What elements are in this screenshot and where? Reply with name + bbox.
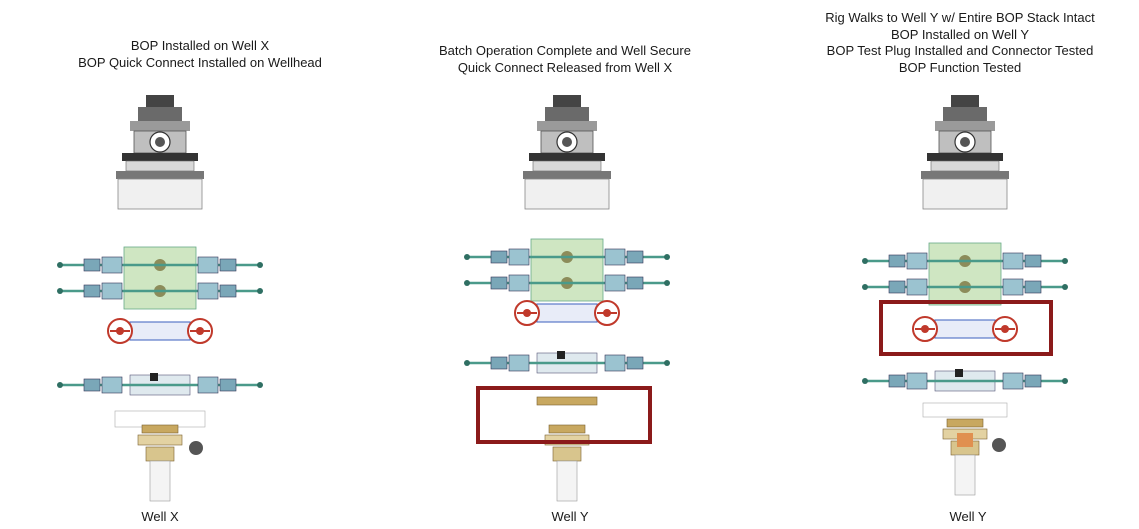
panel-3-line-4: BOP Function Tested [898, 59, 1022, 75]
panel-1-line-1: BOP Installed on Well X [130, 38, 270, 53]
panel-3-highlight-box [879, 300, 1053, 356]
panel-1-line-2: BOP Quick Connect Installed on Wellhead [78, 54, 322, 70]
panel-2-highlight-box [476, 386, 652, 444]
panel-1-well-label: Well X [141, 509, 179, 524]
panel-3-caption: Rig Walks to Well Y w/ Entire BOP Stack … [790, 10, 1130, 76]
panel-3-line-2: BOP Installed on Well Y [890, 26, 1030, 42]
panel-3-line-1: Rig Walks to Well Y w/ Entire BOP Stack … [825, 10, 1095, 25]
panel-1-bop-stack [57, 94, 263, 502]
panel-1-caption: BOP Installed on Well X BOP Quick Connec… [40, 38, 360, 71]
panel-2-line-2: Quick Connect Released from Well X [457, 59, 673, 75]
panel-2-caption: Batch Operation Complete and Well Secure… [405, 43, 725, 76]
panel-2-line-1: Batch Operation Complete and Well Secure [439, 43, 691, 58]
panel-2-well-label: Well Y [551, 509, 589, 524]
panel-3-well-label: Well Y [949, 509, 987, 524]
panel-2-bop-stack [464, 94, 670, 502]
panel-3-line-3: BOP Test Plug Installed and Connector Te… [826, 43, 1094, 58]
panel-3-bop-stack [862, 94, 1068, 496]
